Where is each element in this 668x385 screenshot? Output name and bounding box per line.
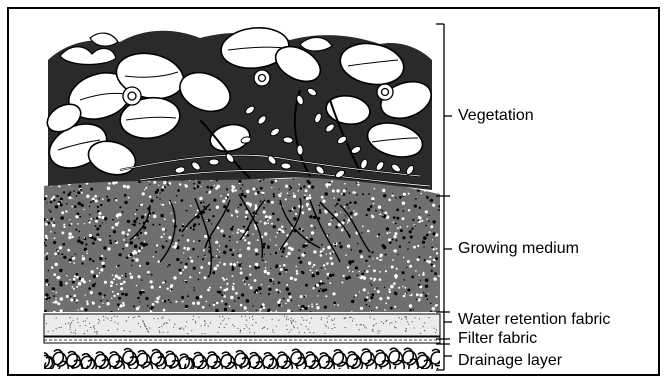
label-water-retention-fabric: Water retention fabric bbox=[458, 311, 610, 329]
drainage-layer bbox=[39, 345, 446, 375]
label-drainage-layer: Drainage layer bbox=[458, 352, 562, 370]
label-vegetation: Vegetation bbox=[458, 107, 534, 125]
growing-medium-layer bbox=[43, 175, 441, 316]
label-filter-fabric: Filter fabric bbox=[458, 330, 537, 348]
label-growing-medium: Growing medium bbox=[458, 240, 579, 258]
filter-fabric-layer bbox=[44, 337, 440, 343]
water-retention-fabric-layer bbox=[44, 314, 440, 336]
vegetation-layer bbox=[42, 25, 436, 190]
